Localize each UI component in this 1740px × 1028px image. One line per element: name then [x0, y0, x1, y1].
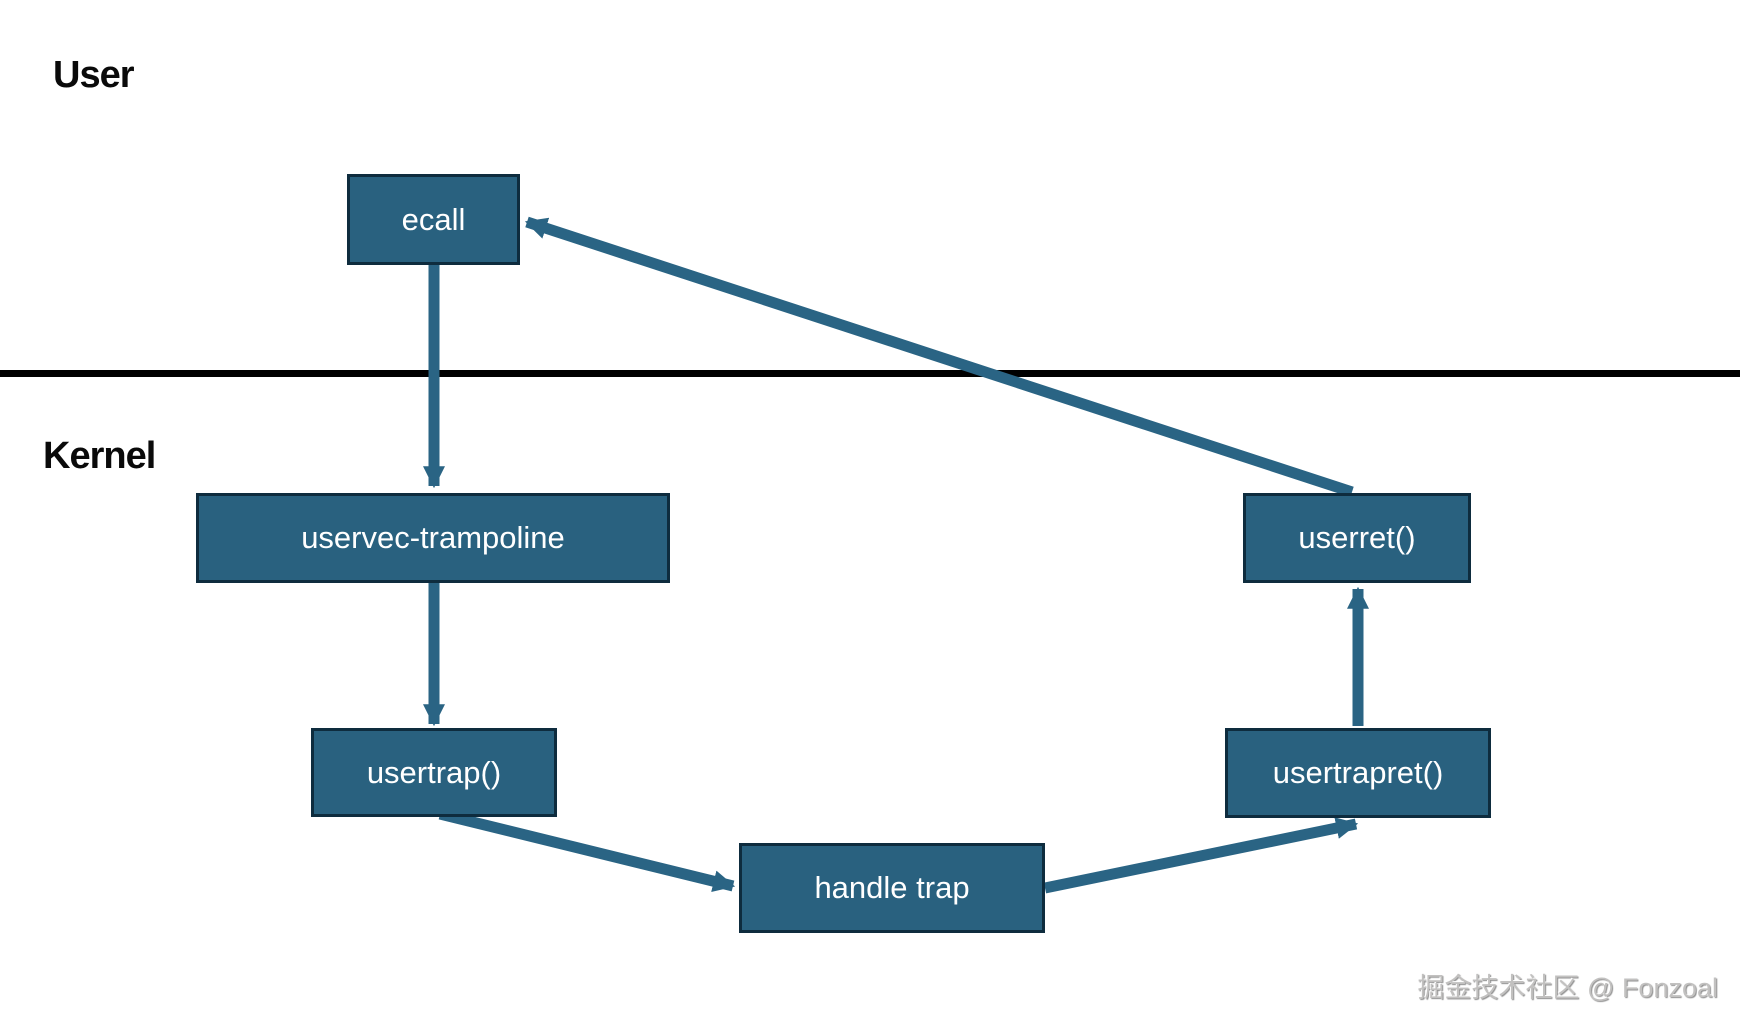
node-uservec-trampoline: uservec-trampoline [196, 493, 670, 583]
region-label-user: User [53, 54, 134, 96]
node-handle-trap: handle trap [739, 843, 1045, 933]
node-userret: userret() [1243, 493, 1471, 583]
user-kernel-divider-line [0, 370, 1740, 377]
node-usertrap: usertrap() [311, 728, 557, 817]
region-label-kernel: Kernel [43, 435, 156, 477]
node-usertrapret: usertrapret() [1225, 728, 1491, 818]
edge-usertrap-to-handle-trap [438, 808, 736, 892]
edge-handle-trap-to-usertrapret [1043, 817, 1359, 894]
watermark-text: 掘金技术社区 @ Fonzoal [1417, 973, 1718, 1003]
node-ecall: ecall [347, 174, 520, 265]
edge-userret-to-ecall [524, 216, 1354, 498]
